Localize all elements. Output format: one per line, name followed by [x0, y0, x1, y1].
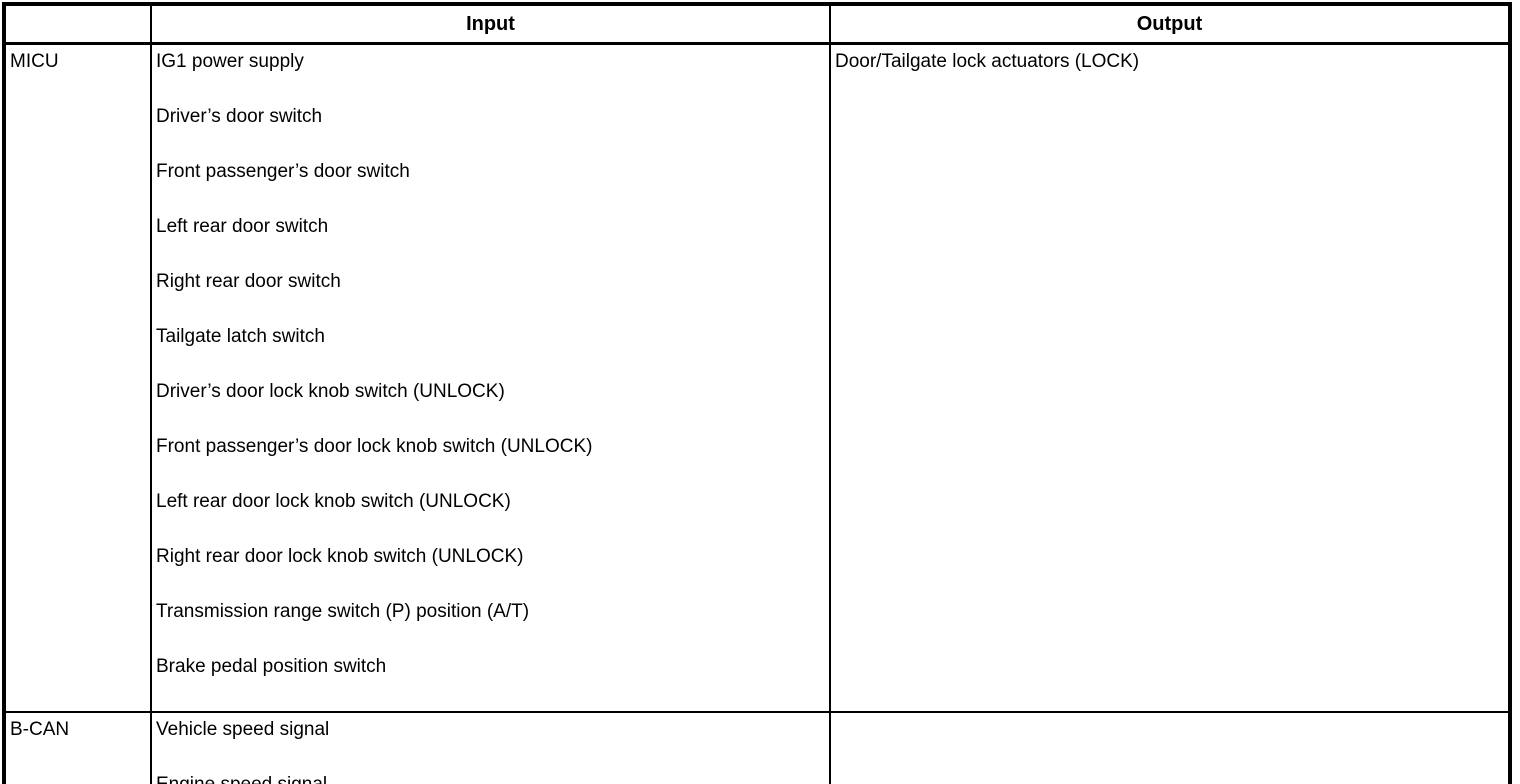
- input-item: Front passenger’s door switch: [156, 161, 410, 182]
- output-cell-micu: Door/Tailgate lock actuators (LOCK): [829, 42, 1511, 713]
- input-item: Front passenger’s door lock knob switch …: [156, 436, 593, 457]
- header-input-cell: Input: [150, 3, 831, 45]
- output-item: Door/Tailgate lock actuators (LOCK): [835, 51, 1140, 72]
- source-label: MICU: [10, 51, 59, 72]
- input-item: Vehicle speed signal: [156, 719, 330, 740]
- input-item: Left rear door switch: [156, 216, 329, 237]
- header-row: Input Output: [3, 3, 1511, 45]
- input-cell-micu: IG1 power supply Driver’s door switch Fr…: [150, 42, 831, 713]
- input-item: Right rear door lock knob switch (UNLOCK…: [156, 546, 524, 567]
- input-item: Driver’s door lock knob switch (UNLOCK): [156, 381, 505, 402]
- source-cell-micu: MICU: [3, 42, 152, 713]
- input-item: Brake pedal position switch: [156, 656, 387, 677]
- table-row-micu: MICU IG1 power supply Driver’s door swit…: [3, 42, 1511, 713]
- input-cell-bcan: Vehicle speed signal Engine speed signal: [150, 711, 831, 784]
- table-row-bcan: B-CAN Vehicle speed signal Engine speed …: [3, 711, 1511, 784]
- input-item: Transmission range switch (P) position (…: [156, 601, 530, 622]
- input-item: Driver’s door switch: [156, 106, 323, 127]
- input-item: Right rear door switch: [156, 271, 341, 292]
- input-item: Engine speed signal: [156, 774, 826, 784]
- output-cell-bcan: [829, 711, 1511, 784]
- header-output-cell: Output: [829, 3, 1511, 45]
- header-source-cell: [3, 3, 152, 45]
- input-item: Left rear door lock knob switch (UNLOCK): [156, 491, 511, 512]
- input-item: Tailgate latch switch: [156, 326, 325, 347]
- source-label: B-CAN: [10, 719, 70, 740]
- source-cell-bcan: B-CAN: [3, 711, 152, 784]
- input-item: IG1 power supply: [156, 51, 304, 72]
